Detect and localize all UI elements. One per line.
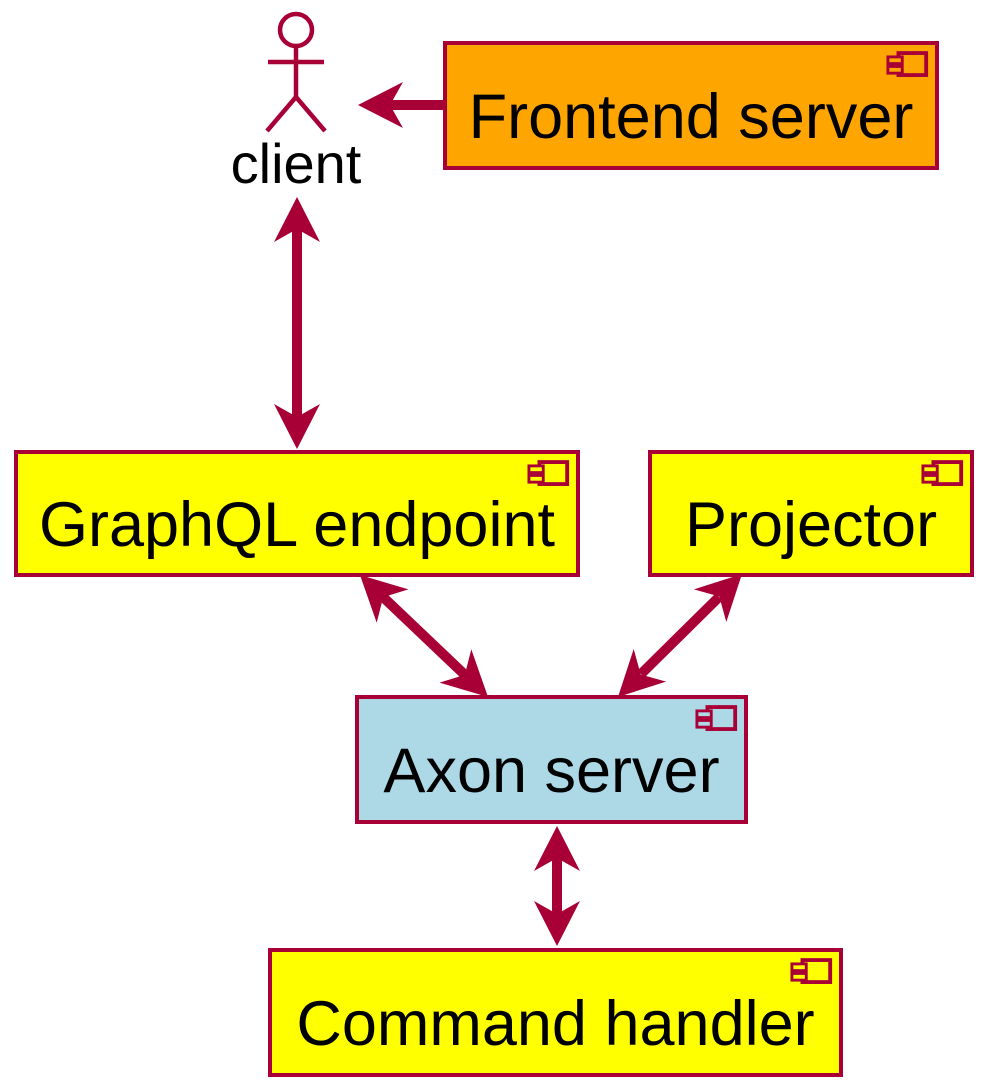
component-icon <box>527 460 570 486</box>
component-projector: Projector <box>648 450 974 577</box>
component-icon <box>921 460 964 486</box>
component-label: Axon server <box>383 736 720 806</box>
arrow-client-graphql <box>274 197 320 449</box>
component-label: Command handler <box>296 989 815 1059</box>
arrow-graphql-axon <box>360 575 488 697</box>
component-axon-server: Axon server <box>355 695 748 824</box>
component-label: Frontend server <box>468 82 914 152</box>
arrow-frontend-to-client <box>358 82 446 128</box>
component-command-handler: Command handler <box>268 948 843 1077</box>
arrow-projector-axon <box>618 574 742 697</box>
component-frontend-server: Frontend server <box>443 41 939 170</box>
component-label: GraphQL endpoint <box>38 490 556 560</box>
actor-label: client <box>230 132 362 195</box>
component-icon <box>790 958 833 984</box>
actor-icon <box>265 11 327 133</box>
component-graphql-endpoint: GraphQL endpoint <box>14 450 580 577</box>
arrow-axon-command <box>534 826 580 946</box>
component-icon <box>695 705 738 731</box>
component-label: Projector <box>684 490 938 560</box>
component-icon <box>886 51 929 77</box>
